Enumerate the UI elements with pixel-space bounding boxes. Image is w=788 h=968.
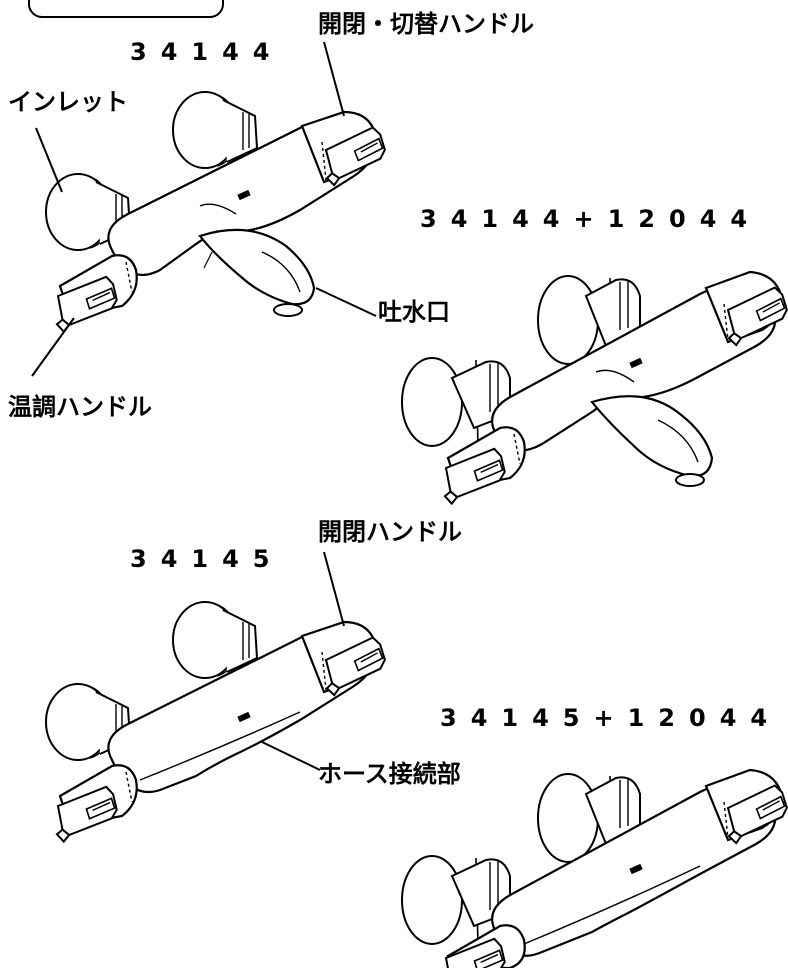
leader-temp-handle [31,317,75,377]
label-switch-handle: 開閉・切替ハンドル [318,10,534,38]
faucet-34145 [45,601,391,844]
label-open-close-handle: 開閉ハンドル [318,518,462,546]
faucet-34144 [45,91,391,334]
model-34144: 34144 [130,38,284,66]
model-34144-12044: 34144+12044 [420,205,762,233]
model-34145: 34145 [130,545,284,573]
label-inlet: インレット [8,88,128,116]
leader-spout [315,287,377,317]
header-tab [28,0,224,18]
label-temp-handle: 温調ハンドル [8,393,152,421]
label-spout: 吐水口 [378,298,450,326]
model-34145-12044: 34145+12044 [440,704,782,732]
label-hose-connection: ホース接続部 [318,760,461,788]
leader-inlet [35,127,63,193]
leader-lines [31,41,377,771]
leader-open-close-handle [323,551,345,627]
faucet-34144-12044 [401,270,788,506]
leader-switch-handle [323,41,345,117]
faucet-34145-12044 [401,768,788,968]
leader-hose-connection [261,741,321,771]
